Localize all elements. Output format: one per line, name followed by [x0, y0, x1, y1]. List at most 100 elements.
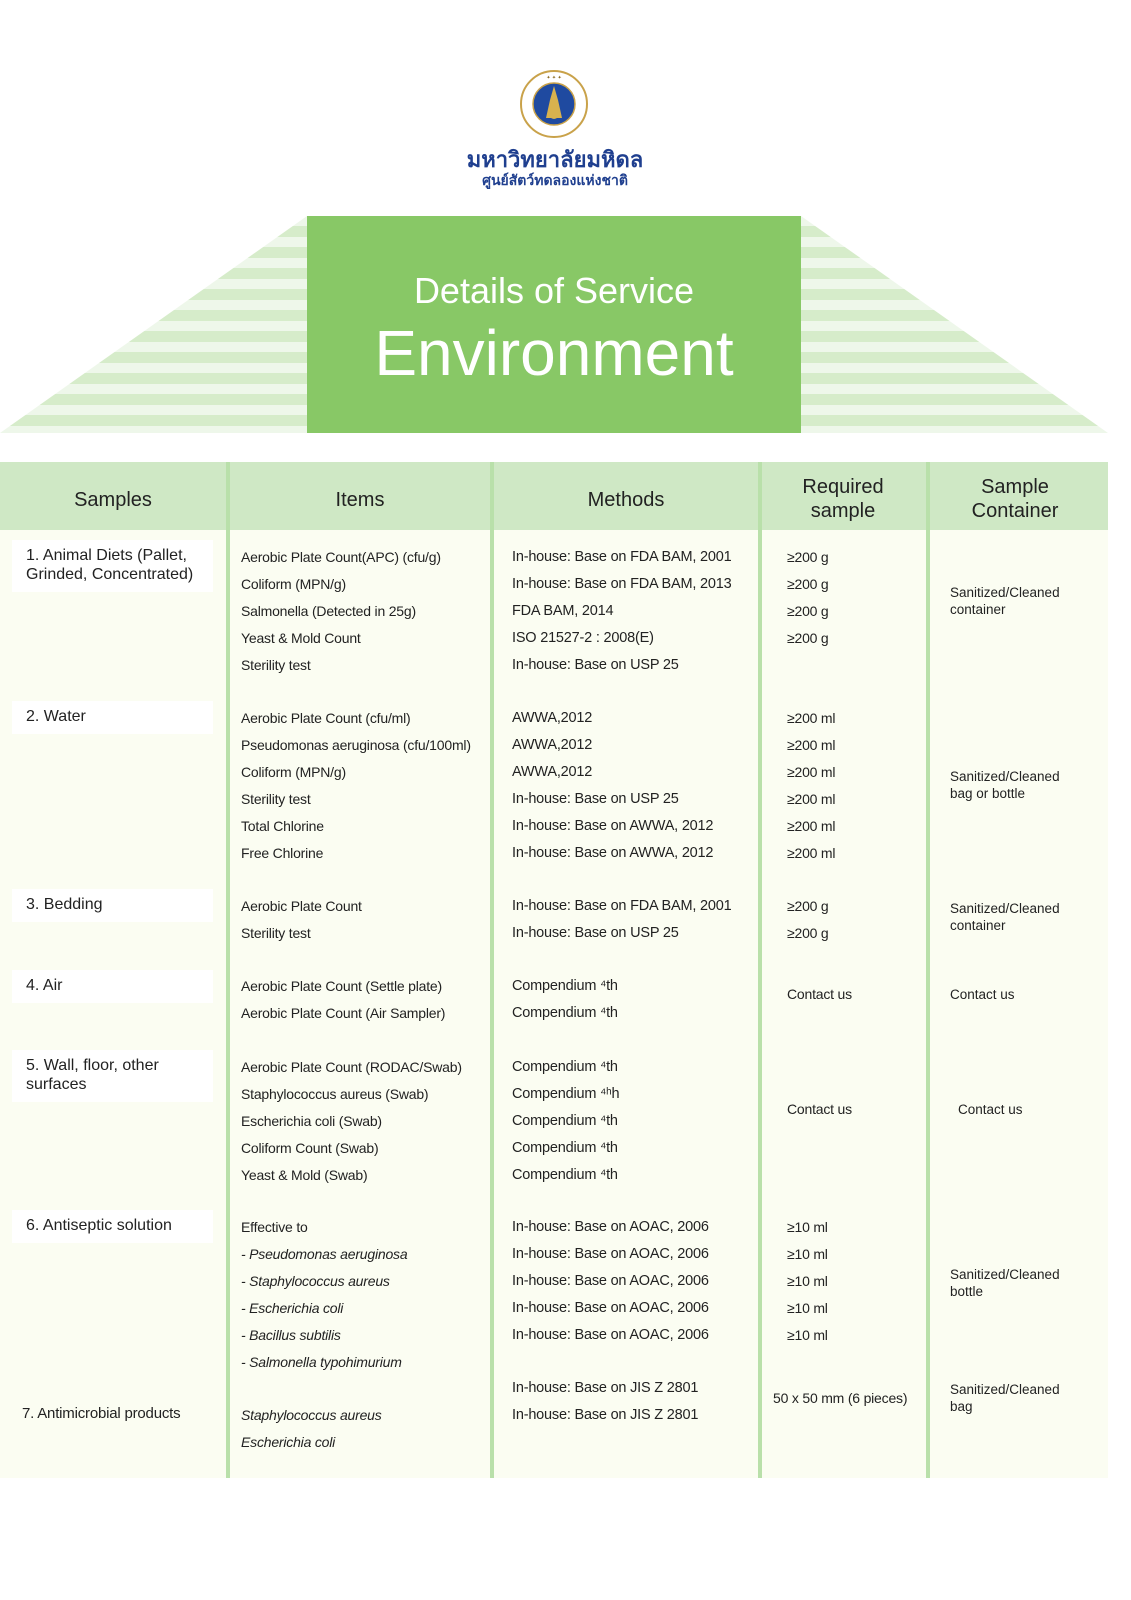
method-name: In-house: Base on AOAC, 2006 [512, 1219, 709, 1235]
item-name: Sterility test [241, 791, 311, 807]
item-name: Coliform Count (Swab) [241, 1140, 379, 1156]
university-name-thai: มหาวิทยาลัยมหิดล [466, 147, 644, 172]
required-amount: ≥200 g [787, 925, 829, 941]
item-name: Sterility test [241, 925, 311, 941]
container-type: Contact us [958, 1102, 1023, 1117]
column-divider [490, 462, 494, 1478]
method-name: FDA BAM, 2014 [512, 603, 614, 619]
item-name: Escherichia coli [241, 1434, 336, 1450]
method-name: AWWA,2012 [512, 737, 593, 753]
header-sample-container: Sample Container [971, 476, 1059, 522]
method-name: In-house: Base on USP 25 [512, 925, 679, 941]
required-amount: ≥200 ml [787, 845, 836, 861]
item-name: - Escherichia coli [241, 1300, 344, 1316]
sample-label: 5. Wall, floor, other surfaces [12, 1050, 213, 1102]
sample-label: 7. Antimicrobial products [22, 1405, 181, 1422]
method-name: Compendium ⁴ʰh [512, 1086, 620, 1102]
item-name: - Pseudomonas aeruginosa [241, 1246, 408, 1262]
header-samples: Samples [74, 489, 152, 511]
sample-label: 4. Air [12, 970, 213, 1003]
required-amount: ≥200 g [787, 549, 829, 565]
required-amount: ≥200 ml [787, 710, 836, 726]
required-amount: ≥10 ml [787, 1273, 828, 1289]
required-amount: ≥10 ml [787, 1327, 828, 1343]
item-name: - Staphylococcus aureus [241, 1273, 390, 1289]
required-amount: ≥200 g [787, 898, 829, 914]
column-divider [926, 462, 930, 1478]
container-type: Contact us [950, 987, 1015, 1002]
item-name: Aerobic Plate Count(APC) (cfu/g) [241, 549, 441, 565]
required-note: Contact us [787, 1101, 852, 1117]
item-name: Aerobic Plate Count (cfu/ml) [241, 710, 411, 726]
item-name: Yeast & Mold Count [241, 630, 361, 646]
table-header [0, 462, 1108, 530]
column-divider [226, 462, 230, 1478]
method-name: Compendium ⁴th [512, 1059, 618, 1075]
item-name: Pseudomonas aeruginosa (cfu/100ml) [241, 737, 471, 753]
center-name-thai: ศูนย์สัตว์ทดลองแห่งชาติ [482, 172, 628, 188]
method-name: In-house: Base on JIS Z 2801 [512, 1380, 699, 1396]
item-name: Free Chlorine [241, 845, 324, 861]
method-name: In-house: Base on JIS Z 2801 [512, 1407, 699, 1423]
university-seal-logo: ✦ ✦ ✦ [520, 70, 588, 138]
sample-label: 3. Bedding [12, 889, 213, 922]
item-name: - Salmonella typohimurium [241, 1354, 402, 1370]
required-amount: ≥200 ml [787, 737, 836, 753]
header-items: Items [335, 489, 385, 511]
required-amount: ≥200 ml [787, 764, 836, 780]
method-name: Compendium ⁴th [512, 1113, 618, 1129]
method-name: Compendium ⁴th [512, 1140, 618, 1156]
method-name: In-house: Base on USP 25 [512, 791, 679, 807]
table-body [0, 530, 1108, 1478]
method-name: In-house: Base on AOAC, 2006 [512, 1246, 709, 1262]
svg-text:✦ ✦ ✦: ✦ ✦ ✦ [546, 75, 561, 81]
container-type: Sanitized/Cleaned container [950, 901, 1060, 933]
required-amount: ≥10 ml [787, 1300, 828, 1316]
required-amount: ≥10 ml [787, 1246, 828, 1262]
method-name: Compendium ⁴th [512, 1167, 618, 1183]
item-name: Staphylococcus aureus [241, 1407, 382, 1423]
required-amount: ≥200 g [787, 630, 829, 646]
required-note: Contact us [787, 986, 852, 1002]
item-name: Aerobic Plate Count (RODAC/Swab) [241, 1059, 462, 1075]
method-name: In-house: Base on FDA BAM, 2001 [512, 898, 732, 914]
container-type: Sanitized/Cleaned bottle [950, 1267, 1060, 1299]
method-name: ISO 21527-2 : 2008(E) [512, 630, 654, 646]
method-name: In-house: Base on AWWA, 2012 [512, 818, 714, 834]
method-name: Compendium ⁴th [512, 1005, 618, 1021]
method-name: In-house: Base on AOAC, 2006 [512, 1327, 709, 1343]
container-type: Sanitized/Cleaned bag or bottle [950, 769, 1060, 801]
required-amount: ≥200 g [787, 603, 829, 619]
sample-label: 6. Antiseptic solution [12, 1210, 213, 1243]
method-name: AWWA,2012 [512, 710, 593, 726]
item-name: Escherichia coli (Swab) [241, 1113, 382, 1129]
item-name: Aerobic Plate Count [241, 898, 362, 914]
sample-label: 2. Water [12, 701, 213, 734]
sample-label: 1. Animal Diets (Pallet, Grinded, Concen… [12, 540, 213, 592]
item-name: Salmonella (Detected in 25g) [241, 603, 416, 619]
item-name: Coliform (MPN/g) [241, 576, 346, 592]
banner-subtitle: Environment [374, 317, 734, 389]
method-name: AWWA,2012 [512, 764, 593, 780]
title-banner: Details of Service Environment [307, 216, 801, 433]
method-name: In-house: Base on FDA BAM, 2001 [512, 549, 732, 565]
container-type: Sanitized/Cleaned container [950, 585, 1060, 617]
item-name: Coliform (MPN/g) [241, 764, 346, 780]
method-name: Compendium ⁴th [512, 978, 618, 994]
header-methods: Methods [587, 489, 665, 511]
method-name: In-house: Base on AWWA, 2012 [512, 845, 714, 861]
item-name: Aerobic Plate Count (Settle plate) [241, 978, 442, 994]
item-name: Staphylococcus aureus (Swab) [241, 1086, 429, 1102]
item-name: Sterility test [241, 657, 311, 673]
required-amount: ≥200 g [787, 576, 829, 592]
item-name: Aerobic Plate Count (Air Sampler) [241, 1005, 446, 1021]
column-divider [758, 462, 762, 1478]
required-amount: ≥10 ml [787, 1219, 828, 1235]
method-name: In-house: Base on FDA BAM, 2013 [512, 576, 732, 592]
required-amount: ≥200 ml [787, 791, 836, 807]
item-name: Total Chlorine [241, 818, 324, 834]
item-name: Effective to [241, 1219, 308, 1235]
item-name: - Bacillus subtilis [241, 1327, 341, 1343]
method-name: In-house: Base on AOAC, 2006 [512, 1273, 709, 1289]
banner-title: Details of Service [413, 270, 695, 311]
